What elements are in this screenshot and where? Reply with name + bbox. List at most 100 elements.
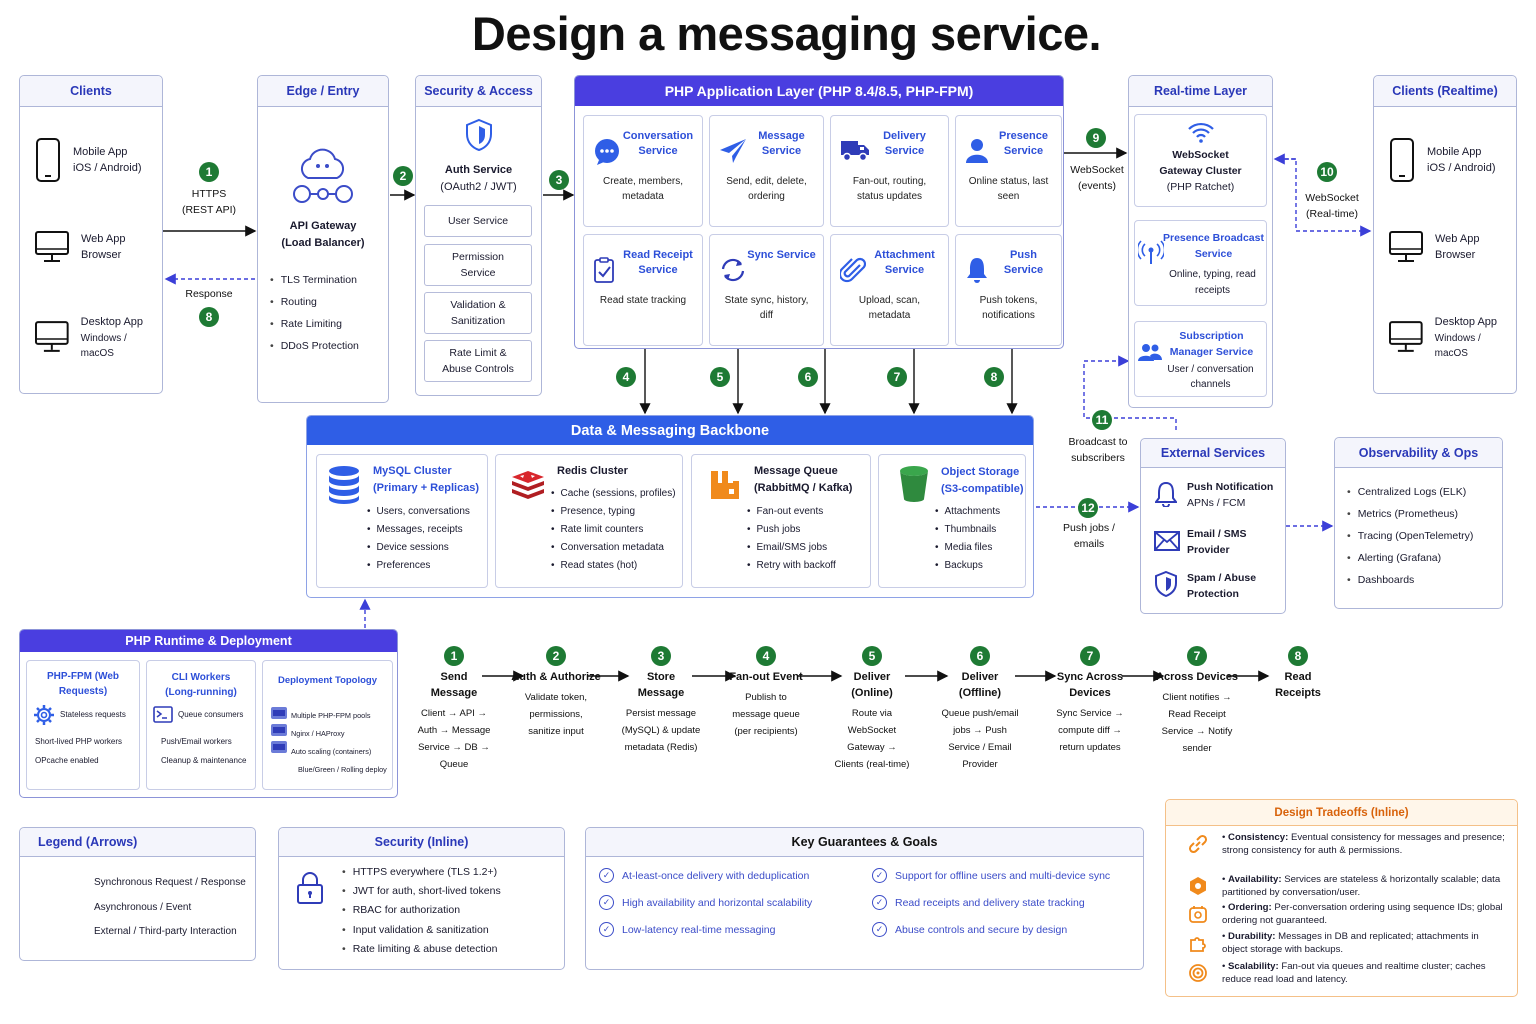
bell-icon (1155, 481, 1177, 507)
ext-spam-name: Spam / Abuse (1187, 572, 1257, 584)
chat-bubble-icon (593, 138, 621, 171)
storage-item: Media files (935, 539, 1000, 557)
sec-inline-item: RBAC for authorization (342, 901, 501, 920)
storage-item: Backups (935, 557, 1000, 575)
gateway-name: API Gateway (289, 220, 357, 232)
security-inline-header: Security (Inline) (279, 828, 564, 857)
monitor-icon (35, 231, 69, 262)
ws-gateway-sub: (PHP Ratchet) (1166, 181, 1235, 193)
cli-item: Push/Email workers (161, 737, 232, 746)
flow-step-title: Fan-out Event (729, 671, 803, 683)
deploy-item: Multiple PHP-FPM pools (291, 711, 371, 720)
tradeoff-item: • Ordering: Per-conversation ordering us… (1222, 902, 1506, 927)
deploy-item: Blue/Green / Rolling deploy (298, 765, 387, 774)
flow-step-title: Send Message (430, 671, 478, 699)
presence-broadcast-card: Presence Broadcast Service Online, typin… (1134, 220, 1267, 306)
flow-step-desc: Client notifies → Read Receipt Service →… (1161, 692, 1233, 754)
flow-badge-8: 8 (199, 307, 219, 327)
app-service-name: Read Receipt Service (623, 249, 693, 276)
storage-item: Thumbnails (935, 521, 1000, 539)
flow-badge-4: 4 (616, 367, 636, 387)
monitor-icon (1389, 231, 1423, 262)
step-badge: 4 (756, 646, 776, 666)
check-circle-icon: ✓ (599, 895, 614, 910)
storage-card: Object Storage (S3-compatible) Attachmen… (878, 454, 1026, 588)
gateway-sub: (Load Balancer) (281, 237, 365, 249)
edge-feature: Rate Limiting (270, 313, 359, 335)
step-badge: 6 (970, 646, 990, 666)
legend-external: External / Third-party Interaction (94, 926, 237, 937)
users-icon (1138, 344, 1162, 361)
queue-title: Message Queue (RabbitMQ / Kafka) (754, 465, 853, 494)
fpm-lead: Stateless requests (60, 710, 126, 719)
flow-badge-6: 6 (798, 367, 818, 387)
deploy-item: Auto scaling (containers) (291, 747, 372, 756)
edge-features: TLS Termination Routing Rate Limiting DD… (270, 269, 359, 357)
edge-feature: Routing (270, 291, 359, 313)
client-mobile-sub: iOS / Android) (73, 162, 142, 174)
realtime-panel: Real-time Layer WebSocket Gateway Cluste… (1128, 75, 1273, 408)
flow-step-desc: Validate token, permissions, sanitize in… (524, 692, 588, 737)
rate-limit-box: Rate Limit & Abuse Controls (424, 340, 532, 382)
check-circle-icon: ✓ (872, 922, 887, 937)
ext-push-sub: APNs / FCM (1187, 497, 1246, 509)
check-circle-icon: ✓ (599, 922, 614, 937)
ws-gateway-name: WebSocket Gateway Cluster (1159, 149, 1242, 177)
mysql-item: Device sessions (367, 539, 470, 557)
ext-push-name: Push Notification (1187, 481, 1274, 493)
deploy-card: Deployment Topology Multiple PHP-FPM poo… (262, 660, 393, 790)
app-service-name: Push Service (1003, 249, 1044, 276)
edge-feature: DDoS Protection (270, 335, 359, 357)
presence-broadcast-desc: Online, typing, read receipts (1169, 269, 1256, 296)
guarantee-text: Abuse controls and secure by design (895, 923, 1068, 936)
cli-card: CLI Workers (Long-running) Queue consume… (146, 660, 256, 790)
server-icon (271, 707, 287, 753)
guarantees-panel: Key Guarantees & Goals ✓At-least-once de… (585, 827, 1144, 970)
redis-item: Conversation metadata (551, 539, 676, 557)
step-badge: 3 (651, 646, 671, 666)
security-panel: Security & Access Auth Service (OAuth2 /… (415, 75, 542, 396)
ordering-icon (1188, 904, 1208, 929)
page-title: Design a messaging service. (471, 7, 1102, 60)
client-rt-mobile-sub: iOS / Android) (1427, 162, 1496, 174)
monitor-icon (1389, 321, 1423, 353)
step-badge: 7 (1187, 646, 1207, 666)
realtime-header: Real-time Layer (1129, 76, 1272, 107)
obs-item: Centralized Logs (ELK) (1347, 481, 1473, 503)
mysql-card: MySQL Cluster (Primary + Replicas) Users… (316, 454, 488, 588)
label-ws-events: WebSocket (events) (1070, 164, 1124, 192)
bullet: • (1222, 874, 1229, 885)
auth-name: Auth Service (444, 164, 513, 176)
guarantee-text: Support for offline users and multi-devi… (895, 869, 1111, 882)
hexagon-icon (1188, 876, 1208, 901)
shield-icon (466, 118, 492, 152)
subscription-manager-desc: User / conversation channels (1167, 364, 1254, 390)
sync-icon (719, 257, 747, 288)
terminal-icon (153, 706, 173, 723)
guarantees-header: Key Guarantees & Goals (586, 828, 1143, 857)
flow-step-title: Read Receipts (1275, 671, 1321, 699)
app-service-desc: Create, members, metadata (602, 176, 684, 202)
guarantee-item: ✓ Abuse controls and secure by design (872, 922, 1067, 937)
check-circle-icon: ✓ (599, 868, 614, 883)
fpm-item: Short-lived PHP workers (35, 737, 122, 746)
app-service-desc: Push tokens, notifications (979, 295, 1038, 321)
app-layer-header: PHP Application Layer (PHP 8.4/8.5, PHP-… (575, 76, 1063, 106)
legend-sync: Synchronous Request / Response (94, 877, 246, 888)
redis-item: Read states (hot) (551, 557, 676, 575)
guarantee-text: High availability and horizontal scalabi… (622, 896, 813, 909)
flow-step-desc: Persist message (MySQL) & update metadat… (621, 708, 701, 753)
flow-step-desc: Publish to message queue (per recipients… (732, 692, 800, 737)
flow-step: Read Receipts (1250, 669, 1346, 705)
observability-list: Centralized Logs (ELK) Metrics (Promethe… (1347, 481, 1474, 591)
